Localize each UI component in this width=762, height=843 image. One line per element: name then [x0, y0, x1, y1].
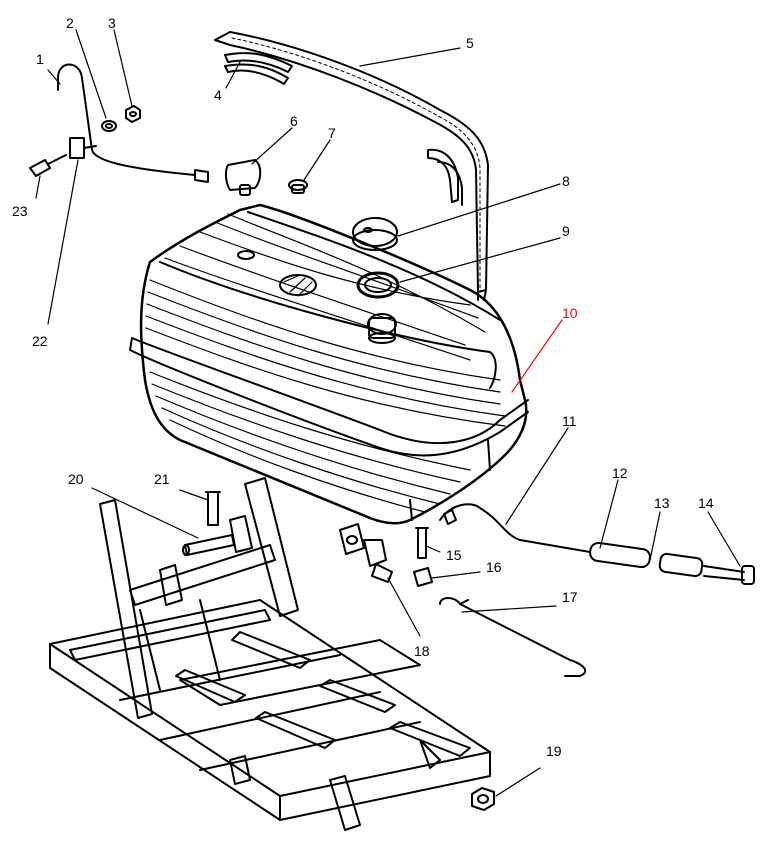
filler-gasket	[356, 271, 400, 299]
mounting-frame	[49, 477, 491, 831]
leader-17	[461, 605, 557, 613]
fuel-line	[439, 503, 591, 553]
callout-6: 6	[290, 113, 298, 129]
hose-sleeve	[658, 552, 704, 578]
callout-11: 11	[562, 413, 577, 429]
hose-fitting	[703, 565, 755, 585]
leader-13	[649, 511, 661, 561]
callout-21: 21	[154, 471, 170, 487]
callout-9: 9	[562, 223, 570, 239]
callout-18: 18	[414, 643, 430, 659]
leader-16	[431, 571, 481, 579]
leader-18	[387, 577, 421, 637]
clamp-bolt	[415, 527, 429, 559]
leader-23	[35, 175, 41, 199]
callout-15: 15	[446, 547, 462, 563]
callout-2: 2	[66, 15, 74, 31]
callout-14: 14	[698, 495, 714, 511]
leader-14	[707, 511, 741, 567]
mounting-pin	[182, 534, 235, 556]
clip	[413, 567, 433, 587]
leader-22	[47, 159, 79, 325]
callout-1: 1	[36, 51, 44, 67]
leader-12	[599, 479, 619, 549]
leader-6	[251, 127, 293, 165]
leader-10	[511, 319, 563, 393]
callout-20: 20	[68, 471, 84, 487]
callout-12: 12	[612, 465, 628, 481]
leader-20	[91, 487, 199, 539]
pipe-washer	[101, 120, 117, 132]
callout-5: 5	[466, 35, 474, 51]
leader-9	[399, 237, 561, 283]
fuel-hose	[589, 541, 651, 569]
leader-lines	[35, 29, 741, 797]
leader-2	[75, 29, 107, 119]
callout-13: 13	[654, 495, 670, 511]
leader-4	[225, 61, 241, 89]
callout-4: 4	[214, 87, 222, 103]
callout-10: 10	[562, 305, 578, 321]
frame-nut	[471, 787, 495, 811]
leader-5	[359, 47, 461, 67]
leader-19	[495, 767, 541, 797]
callout-7: 7	[328, 125, 336, 141]
sender-unit	[224, 159, 262, 196]
leader-11	[505, 427, 569, 525]
callout-23: 23	[12, 203, 28, 219]
drain-plug	[288, 179, 308, 194]
pipe-bracket	[69, 137, 97, 159]
callout-22: 22	[32, 333, 48, 349]
mounting-bolt	[205, 491, 221, 526]
support-rod	[439, 597, 587, 677]
filler-cap	[352, 217, 398, 251]
fuel-tank	[129, 203, 529, 525]
pipe-nut	[125, 105, 141, 123]
leader-1	[47, 69, 61, 85]
callout-labels: 1 2 3 4 5 6 7 8 9 10 11 12 13 14 15 16 1…	[12, 15, 714, 759]
breather-pipe	[57, 63, 209, 183]
callout-16: 16	[486, 559, 502, 575]
leader-15	[425, 545, 441, 553]
clamp-assembly	[339, 523, 393, 583]
callout-3: 3	[108, 15, 116, 31]
callout-8: 8	[562, 173, 570, 189]
leader-8	[397, 183, 561, 237]
leader-21	[179, 489, 209, 501]
tank-strap	[214, 31, 489, 301]
strap-pads	[224, 52, 463, 206]
callout-17: 17	[562, 589, 578, 605]
leader-3	[113, 29, 133, 107]
bracket-bolt	[29, 154, 67, 177]
callout-19: 19	[546, 743, 562, 759]
leader-7	[303, 139, 331, 181]
